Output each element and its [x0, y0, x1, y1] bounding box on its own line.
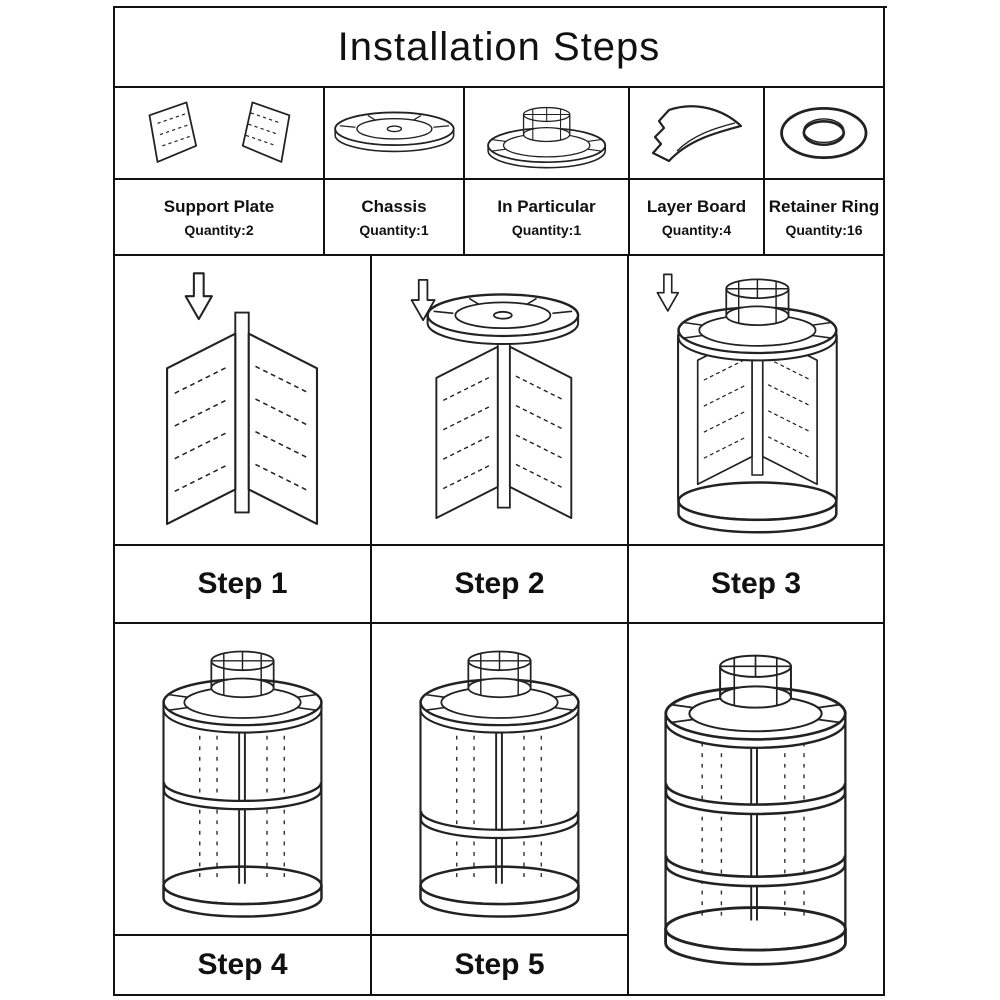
parts-label-row: Support Plate Quantity:2 Chassis Quantit… — [115, 180, 887, 256]
step-2-cell — [372, 256, 629, 546]
part-cell-in-particular — [465, 88, 630, 180]
step-3-label-cell: Step 3 — [629, 546, 885, 624]
part-quantity: Quantity:1 — [359, 221, 429, 238]
part-name: Layer Board — [646, 196, 747, 216]
page-title: Installation Steps — [115, 8, 885, 88]
part-cell-retainer-ring — [765, 88, 885, 180]
step-3-cell — [629, 256, 885, 546]
step-1-cell — [115, 256, 372, 546]
part-label-layer-board: Layer Board Quantity:4 — [630, 180, 765, 256]
part-quantity: Quantity:1 — [511, 221, 582, 238]
part-quantity: Quantity:4 — [661, 221, 732, 238]
step-2-label-cell: Step 2 — [372, 546, 629, 624]
step-5-label-cell: Step 5 — [372, 936, 629, 996]
part-name: In Particular — [497, 196, 596, 216]
part-name: Retainer Ring — [768, 196, 880, 216]
top-plate-icon — [486, 106, 606, 169]
part-quantity: Quantity:2 — [184, 221, 254, 238]
step-2-illustration — [410, 278, 580, 519]
part-cell-layer-board — [630, 88, 765, 180]
step-label: Step 4 — [197, 948, 288, 981]
step-1-label-cell: Step 1 — [115, 546, 372, 624]
part-name: Chassis — [361, 196, 427, 216]
step-label: Step 3 — [710, 567, 802, 600]
support-plate-icon — [148, 101, 290, 163]
step-1-illustration — [165, 272, 319, 526]
title-row: Installation Steps — [115, 8, 887, 88]
arrow-down-icon — [184, 272, 213, 321]
retainer-ring-icon — [780, 106, 868, 160]
arrow-down-icon — [656, 273, 680, 312]
step-label: Step 2 — [454, 567, 545, 600]
finished-product-cell — [629, 624, 885, 996]
part-label-retainer-ring: Retainer Ring Quantity:16 — [765, 180, 885, 256]
part-name: Support Plate — [163, 196, 275, 216]
step-5-illustration — [419, 650, 580, 918]
layer-board-icon — [651, 105, 742, 163]
installation-sheet: Installation Steps — [113, 6, 887, 996]
step-4-illustration — [162, 650, 323, 918]
step-4-label-cell: Step 4 — [115, 936, 372, 996]
step-5-cell — [372, 624, 629, 936]
part-cell-chassis — [325, 88, 465, 180]
step-label: Step 5 — [454, 948, 545, 981]
step-label: Step 1 — [197, 567, 288, 600]
step-3-illustration — [656, 273, 838, 534]
part-label-chassis: Chassis Quantity:1 — [325, 180, 465, 256]
part-quantity: Quantity:16 — [785, 221, 863, 238]
part-cell-support-plate — [115, 88, 325, 180]
steps-grid: Step 1 Step 2 Step 3 — [115, 256, 887, 996]
finished-product-illustration — [664, 654, 847, 966]
chassis-icon — [333, 111, 455, 153]
part-label-support-plate: Support Plate Quantity:2 — [115, 180, 325, 256]
part-label-in-particular: In Particular Quantity:1 — [465, 180, 630, 256]
parts-icon-row — [115, 88, 887, 180]
step-4-cell — [115, 624, 372, 936]
